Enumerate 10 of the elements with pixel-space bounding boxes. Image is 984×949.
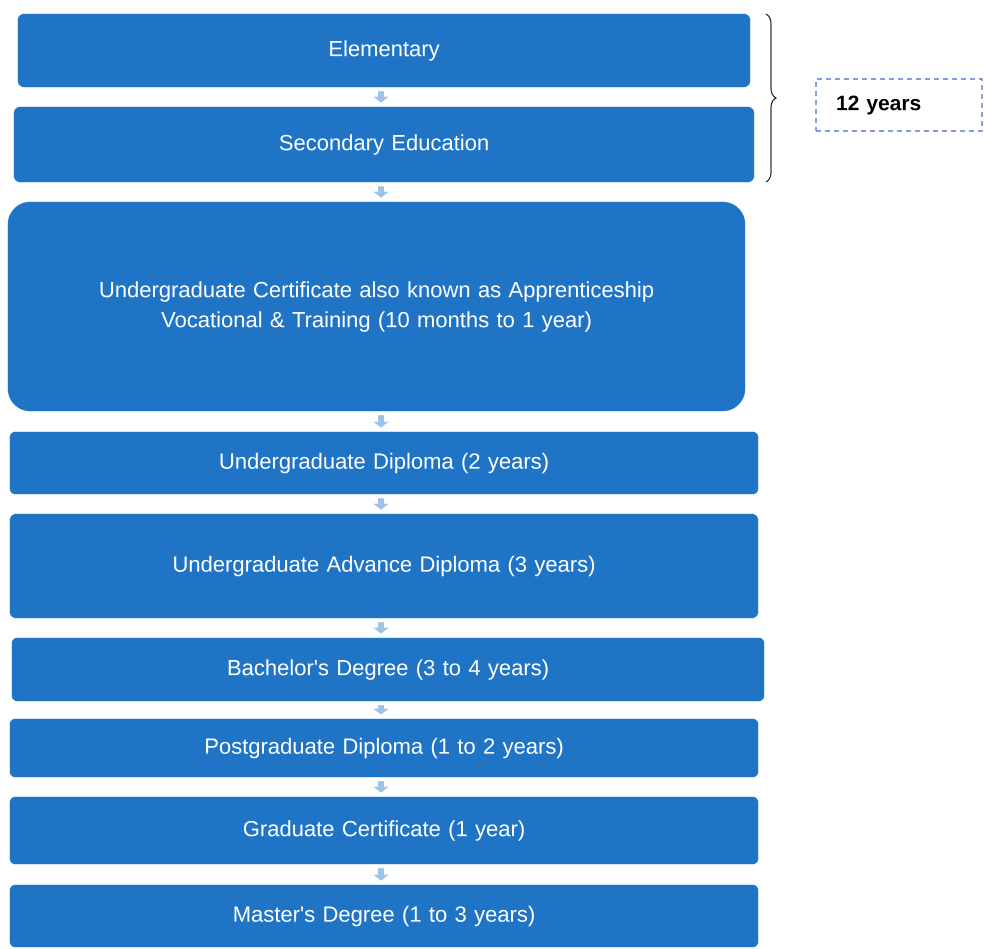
stage-box: Elementary — [18, 14, 750, 88]
stage-box: Undergraduate Diploma (2 years) — [10, 432, 758, 494]
stage-box: Bachelor's Degree (3 to 4 years) — [12, 638, 764, 702]
stage-box: Undergraduate Advance Diploma (3 years) — [10, 514, 758, 618]
stage-box: Secondary Education — [14, 106, 754, 182]
stage-box: Master's Degree (1 to 3 years) — [10, 884, 758, 948]
duration-box: 12 years — [815, 78, 983, 132]
stage-box: Graduate Certificate (1 year) — [10, 796, 758, 864]
stage-box: Undergraduate Certificate also known as Apprenticeship Vocational & Training (10 months to 1 year) — [8, 202, 746, 412]
stage-box: Postgraduate Diploma (1 to 2 years) — [10, 718, 758, 778]
